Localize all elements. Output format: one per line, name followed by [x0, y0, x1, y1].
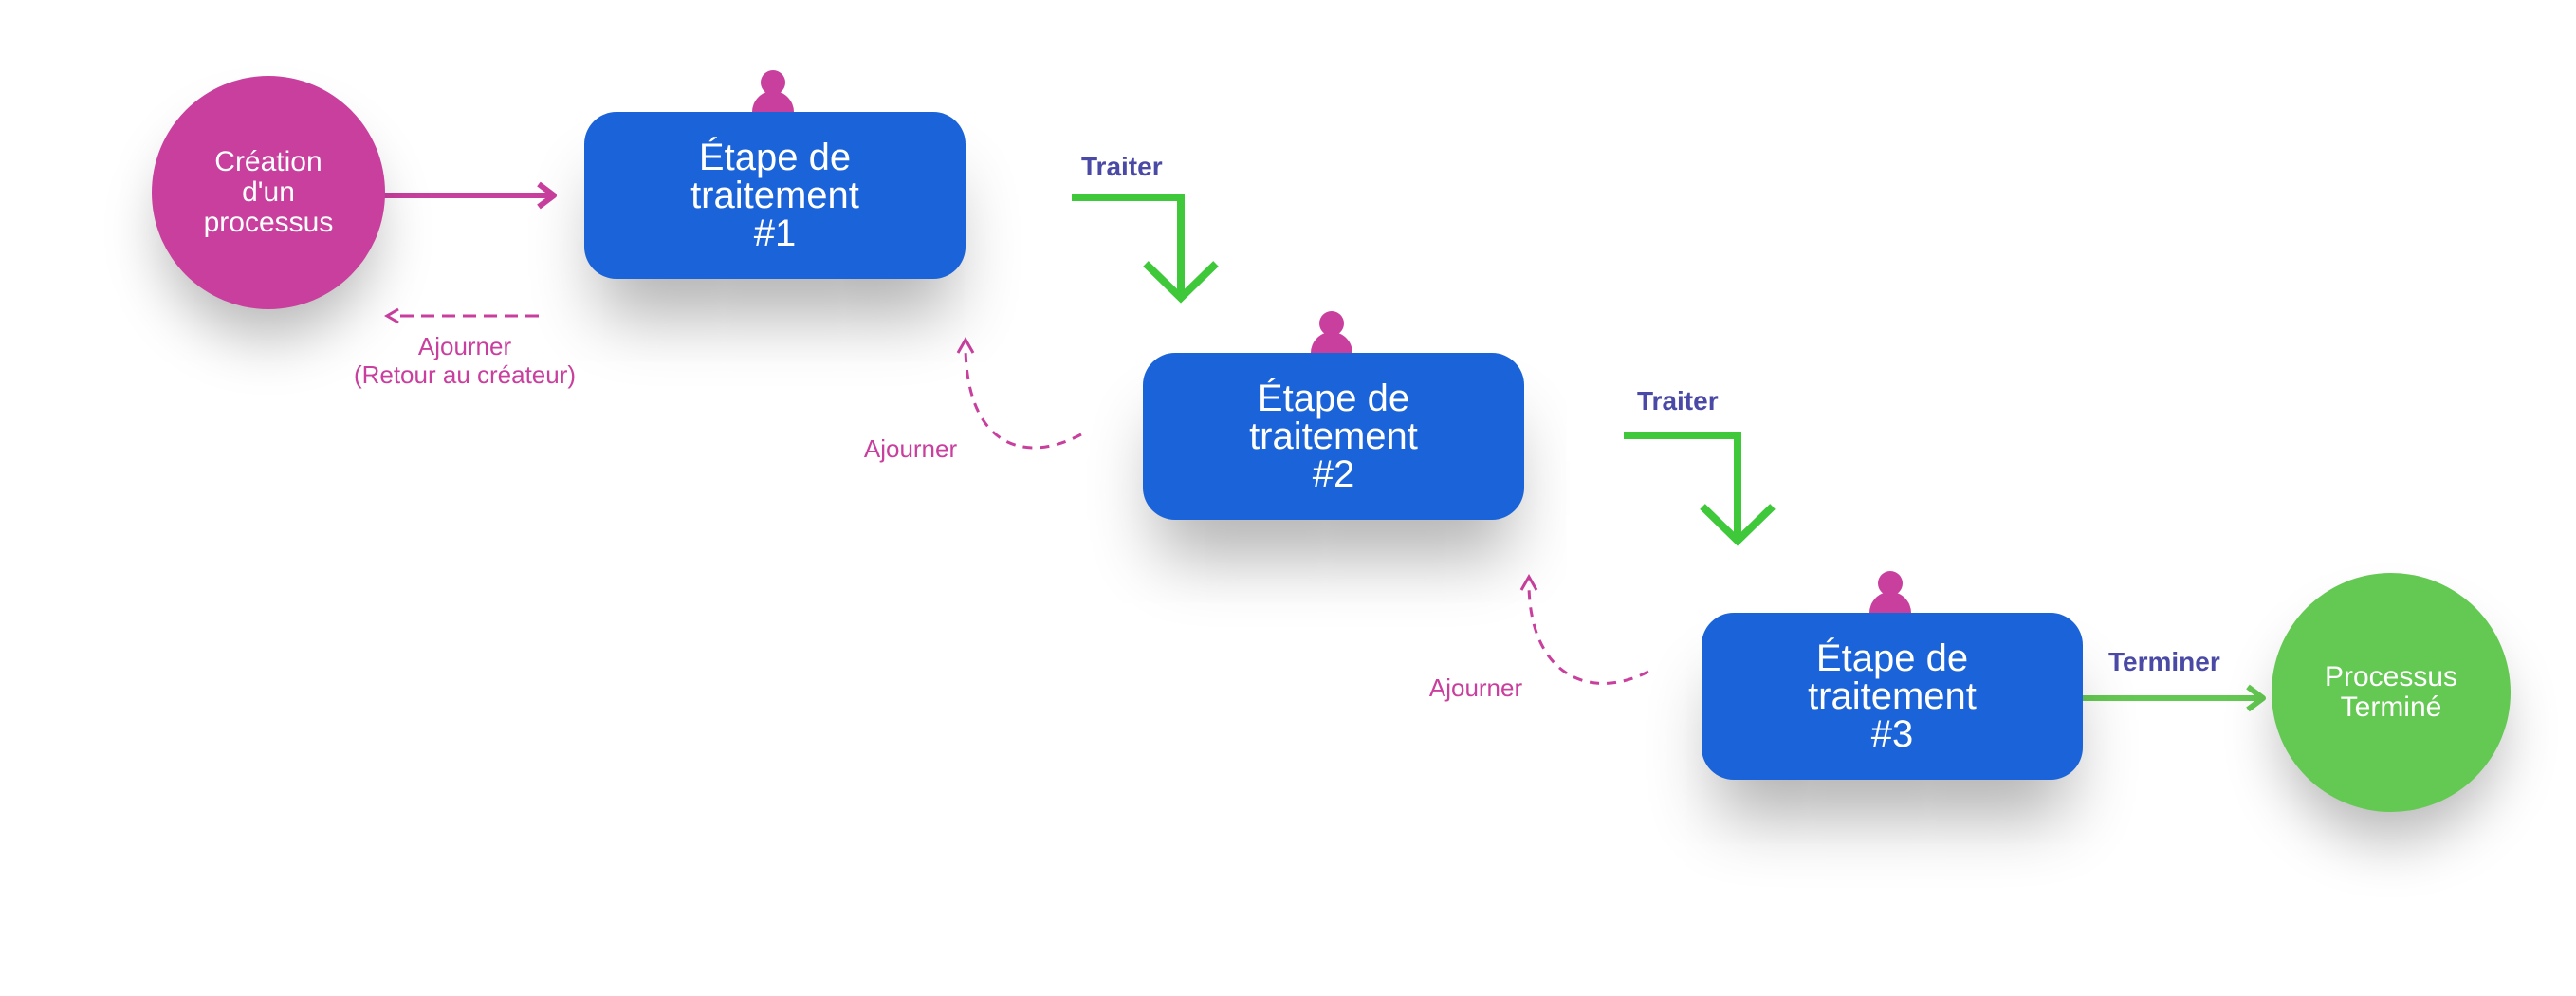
step-node-label: Étape de traitement #3	[1808, 637, 1977, 755]
step-node-1: Étape de traitement #1	[584, 112, 966, 279]
step-node-label: Étape de traitement #1	[690, 137, 859, 254]
step-node-3: Étape de traitement #3	[1702, 613, 2083, 780]
terminer-label: Terminer	[2108, 647, 2220, 676]
traiter-label-1: Traiter	[1081, 152, 1163, 181]
ajourner-label-2: Ajourner	[863, 434, 958, 463]
step-node-label: Étape de traitement #2	[1249, 378, 1418, 495]
start-node: Création d'un processus	[152, 76, 385, 309]
terminer-arrow	[2083, 684, 2266, 712]
step-node-2: Étape de traitement #2	[1143, 353, 1524, 520]
traiter-arrow-2	[1624, 432, 1776, 546]
traiter-label-2: Traiter	[1637, 386, 1719, 415]
start-node-label: Création d'un processus	[203, 146, 334, 238]
traiter-arrow-1	[1072, 194, 1219, 304]
ajourner-curve-3	[1519, 573, 1649, 685]
person-icon	[1311, 311, 1352, 359]
end-node-label: Processus Terminé	[2324, 661, 2458, 723]
person-icon	[1869, 571, 1911, 618]
ajourner-curve-2	[956, 336, 1082, 450]
ajourner-label-3: Ajourner	[1428, 673, 1523, 702]
person-icon	[752, 70, 794, 118]
start-to-step1-arrow	[383, 181, 557, 210]
end-node: Processus Terminé	[2272, 573, 2511, 812]
return-to-creator-arrow	[384, 307, 539, 324]
ajourner-return-label: Ajourner (Retour au créateur)	[353, 332, 577, 389]
